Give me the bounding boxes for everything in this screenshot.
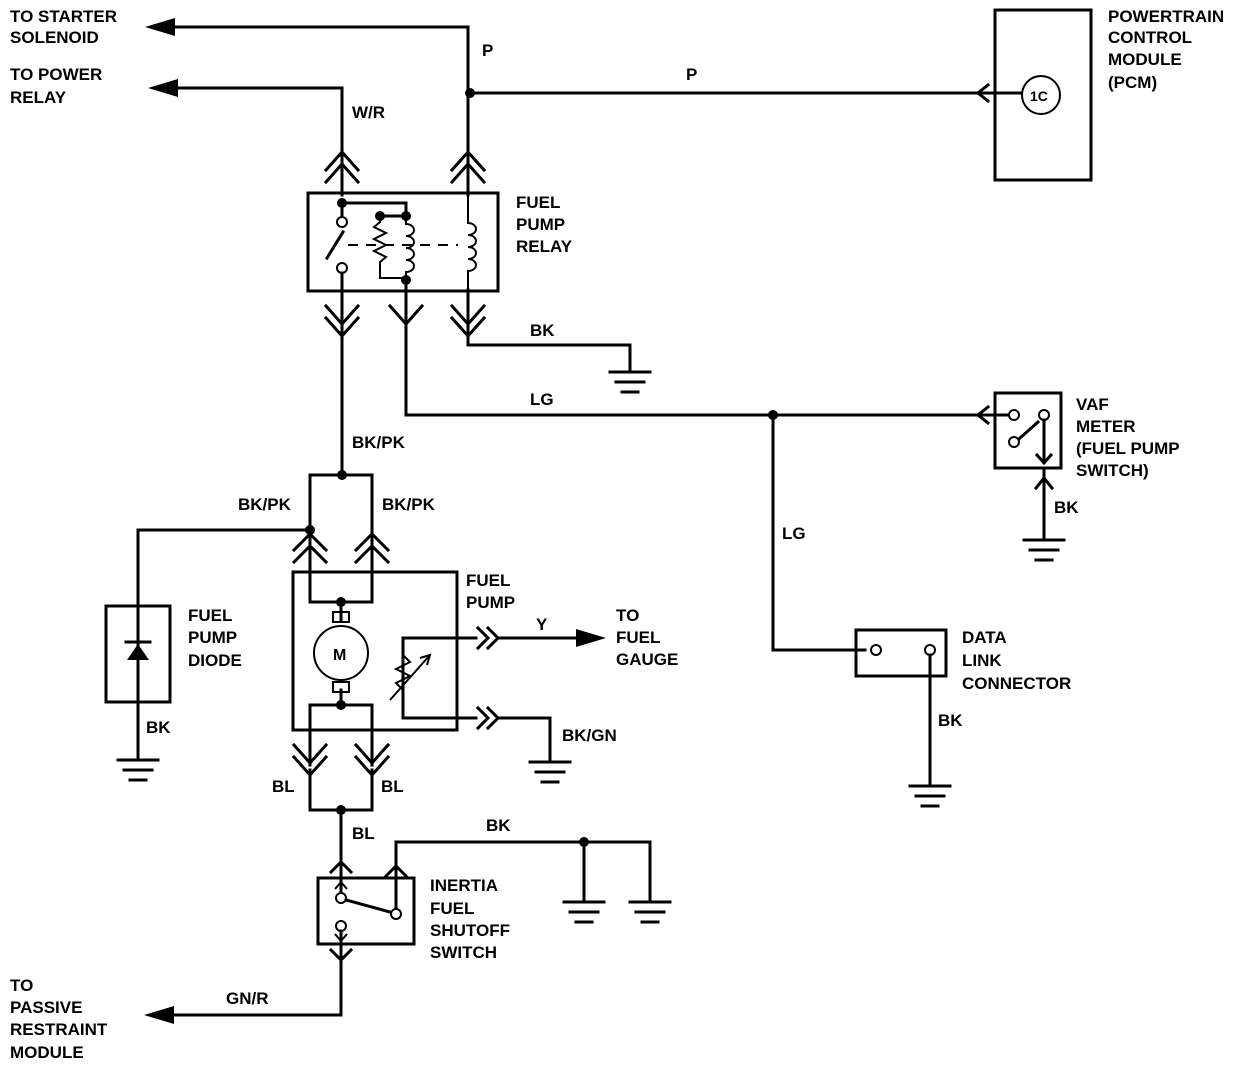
- wire-bk-inertia-ground: [394, 837, 672, 924]
- wire-label-bl-left: BL: [272, 777, 295, 796]
- svg-text:RELAY: RELAY: [10, 88, 67, 107]
- vaf-meter: [988, 391, 1066, 562]
- svg-text:TO POWER: TO POWER: [10, 65, 102, 84]
- svg-text:GAUGE: GAUGE: [616, 650, 678, 669]
- svg-text:DATA: DATA: [962, 628, 1007, 647]
- inertia-fuel-shutoff-switch: [316, 859, 416, 1017]
- svg-text:LINK: LINK: [962, 651, 1002, 670]
- svg-text:FUEL: FUEL: [188, 606, 232, 625]
- svg-text:FUEL: FUEL: [516, 193, 560, 212]
- fuel-pump-input-connectors: [291, 531, 391, 565]
- wire-label-lg-vertical: LG: [782, 524, 806, 543]
- label-fuel-pump-relay: FUEL PUMP RELAY: [516, 193, 573, 256]
- wire-p-to-pcm: [465, 82, 992, 104]
- relay-bottom-connectors: [323, 288, 487, 477]
- svg-text:FUEL: FUEL: [466, 571, 510, 590]
- label-fuel-pump-diode: FUEL PUMP DIODE: [188, 606, 242, 670]
- wire-p-to-starter: [145, 18, 470, 152]
- arrow-right-icon: [576, 629, 606, 647]
- wire-w-r: [148, 79, 344, 152]
- arrow-left-icon: [145, 18, 175, 36]
- svg-text:RESTRAINT: RESTRAINT: [10, 1020, 108, 1039]
- svg-text:FUEL: FUEL: [616, 628, 660, 647]
- label-to-starter-solenoid: TO STARTER SOLENOID: [10, 7, 117, 47]
- wire-label-bk-pk-left: BK/PK: [238, 495, 292, 514]
- svg-text:SHUTOFF: SHUTOFF: [430, 921, 510, 940]
- wire-label-bk-pk: BK/PK: [352, 433, 406, 452]
- wire-y-to-fuel-gauge: [475, 625, 606, 651]
- svg-text:CONTROL: CONTROL: [1108, 28, 1192, 47]
- label-data-link-connector: DATA LINK CONNECTOR: [962, 628, 1071, 693]
- arrow-left-icon: [148, 79, 178, 97]
- svg-text:PUMP: PUMP: [466, 593, 515, 612]
- wire-bk-gn-ground: [475, 705, 572, 784]
- svg-text:TO: TO: [616, 606, 639, 625]
- svg-text:CONNECTOR: CONNECTOR: [962, 674, 1071, 693]
- label-vaf-meter: VAF METER (FUEL PUMP SWITCH): [1076, 395, 1180, 480]
- wire-label-bk-inertia: BK: [486, 816, 511, 835]
- wire-label-p-horizontal: P: [686, 65, 697, 84]
- arrow-left-icon: [144, 1006, 174, 1024]
- label-to-power-relay: TO POWER RELAY: [10, 65, 102, 107]
- svg-text:MODULE: MODULE: [10, 1043, 84, 1062]
- svg-text:FUEL: FUEL: [430, 899, 474, 918]
- svg-text:INERTIA: INERTIA: [430, 876, 498, 895]
- wire-label-bk-diode: BK: [146, 718, 171, 737]
- wire-label-bk-pk-right: BK/PK: [382, 495, 436, 514]
- svg-text:TO: TO: [10, 976, 33, 995]
- wire-label-lg: LG: [530, 390, 554, 409]
- fuel-pump-relay: [306, 191, 500, 302]
- pcm-module: 1C: [988, 8, 1093, 182]
- svg-text:POWERTRAIN: POWERTRAIN: [1108, 7, 1224, 26]
- motor-label: M: [333, 647, 346, 664]
- svg-text:DIODE: DIODE: [188, 651, 242, 670]
- wire-label-bk-relay: BK: [530, 321, 555, 340]
- label-pcm: POWERTRAIN CONTROL MODULE (PCM): [1108, 7, 1224, 92]
- wire-gn-r: [144, 1006, 343, 1024]
- wire-bk-relay-ground: [466, 343, 652, 394]
- fuel-pump-diode: [104, 604, 172, 782]
- wire-lg: [404, 404, 991, 652]
- fuel-pump: M: [291, 558, 478, 767]
- relay-top-connectors: [323, 148, 487, 197]
- wire-label-y: Y: [536, 615, 548, 634]
- pcm-pin-label: 1C: [1030, 88, 1048, 104]
- svg-text:PUMP: PUMP: [188, 628, 237, 647]
- wire-label-bl-right: BL: [381, 777, 404, 796]
- label-to-fuel-gauge: TO FUEL GAUGE: [616, 606, 678, 669]
- wire-label-bk-dlc: BK: [938, 711, 963, 730]
- svg-text:RELAY: RELAY: [516, 237, 573, 256]
- wire-label-bk-gn: BK/GN: [562, 726, 617, 745]
- wire-label-bk-vaf: BK: [1054, 498, 1079, 517]
- data-link-connector: [854, 628, 952, 808]
- svg-text:SOLENOID: SOLENOID: [10, 28, 99, 47]
- wire-bk-pk: [136, 470, 374, 608]
- svg-text:METER: METER: [1076, 417, 1136, 436]
- diode-icon: [127, 644, 149, 660]
- label-to-passive-restraint: TO PASSIVE RESTRAINT MODULE: [10, 976, 108, 1062]
- svg-text:PASSIVE: PASSIVE: [10, 998, 82, 1017]
- svg-text:MODULE: MODULE: [1108, 50, 1182, 69]
- wire-label-w-r: W/R: [352, 103, 385, 122]
- svg-text:SWITCH: SWITCH: [430, 943, 497, 962]
- label-fuel-pump: FUEL PUMP: [466, 571, 515, 612]
- wire-label-bl: BL: [352, 824, 375, 843]
- label-inertia-switch: INERTIA FUEL SHUTOFF SWITCH: [430, 876, 510, 962]
- svg-text:(PCM): (PCM): [1108, 73, 1157, 92]
- wire-label-p: P: [482, 41, 493, 60]
- wire-label-gn-r: GN/R: [226, 989, 269, 1008]
- fuel-pump-output-connectors: [291, 742, 391, 864]
- svg-text:TO STARTER: TO STARTER: [10, 7, 117, 26]
- svg-text:(FUEL PUMP: (FUEL PUMP: [1076, 439, 1180, 458]
- svg-text:SWITCH): SWITCH): [1076, 461, 1149, 480]
- svg-text:PUMP: PUMP: [516, 215, 565, 234]
- svg-text:VAF: VAF: [1076, 395, 1109, 414]
